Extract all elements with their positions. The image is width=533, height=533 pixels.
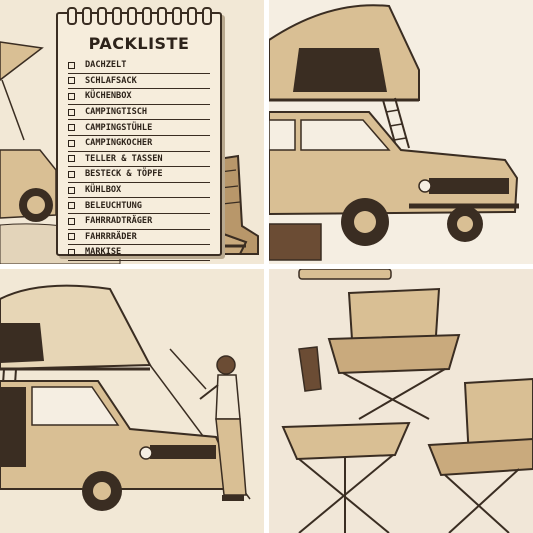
- tent-window: [293, 48, 387, 92]
- spiral-binding: [58, 7, 220, 25]
- list-item: DACHZELT: [68, 58, 210, 74]
- car-grille: [429, 178, 509, 194]
- hiking-boot-icon-2: [210, 154, 259, 255]
- list-item: CAMPINGSTÜHLE: [68, 120, 210, 136]
- car-window: [31, 386, 120, 426]
- car-with-woman-panel: [0, 269, 264, 533]
- packing-list-panel: PACKLISTE DACHZELT SCHLAFSACK KÜCHENBOX …: [0, 0, 264, 264]
- checkbox-icon: [68, 186, 75, 194]
- list-item: CAMPINGKOCHER: [68, 136, 210, 152]
- packing-list-items: DACHZELT SCHLAFSACK KÜCHENBOX CAMPINGTIS…: [68, 58, 210, 261]
- checkbox-icon: [68, 124, 75, 132]
- tent-corner: [0, 41, 44, 81]
- list-item-label: TELLER & TASSEN: [85, 153, 163, 164]
- checkbox-icon: [68, 155, 75, 163]
- headlight-icon: [418, 179, 432, 193]
- list-item: BELEUCHTUNG: [68, 198, 210, 214]
- list-item-label: FAHRRADTRÄGER: [85, 216, 153, 227]
- utensil-holder-icon: [298, 346, 322, 392]
- list-item-label: FAHRRRÄDER: [85, 231, 137, 242]
- list-item-label: BELEUCHTUNG: [85, 200, 142, 211]
- car-window: [300, 119, 391, 151]
- woman-figure: [216, 355, 236, 375]
- checkbox-icon: [68, 233, 75, 241]
- headlight-icon: [139, 446, 153, 460]
- checkbox-icon: [68, 170, 75, 178]
- list-item: FAHRRRÄDER: [68, 230, 210, 246]
- checkbox-icon: [68, 248, 75, 256]
- panel-4-illustration: [269, 269, 533, 533]
- list-item-label: MARKISE: [85, 247, 122, 258]
- checkbox-icon: [68, 77, 75, 85]
- list-item-label: KÜHLBOX: [85, 185, 122, 196]
- list-item-label: CAMPINGSTÜHLE: [85, 122, 153, 133]
- list-item: KÜCHENBOX: [68, 89, 210, 105]
- shelf-board: [298, 269, 392, 280]
- panel-2-illustration: [269, 0, 533, 264]
- list-item-label: CAMPINGKOCHER: [85, 138, 153, 149]
- list-item: SCHLAFSACK: [68, 74, 210, 90]
- panel-3-illustration: [0, 269, 264, 533]
- packing-list-notepad: PACKLISTE DACHZELT SCHLAFSACK KÜCHENBOX …: [56, 7, 222, 261]
- list-item: KÜHLBOX: [68, 183, 210, 199]
- packing-list-title: PACKLISTE: [88, 34, 190, 53]
- list-item: FAHRRADTRÄGER: [68, 214, 210, 230]
- list-item-label: SCHLAFSACK: [85, 75, 137, 86]
- crate-icon: [269, 223, 322, 261]
- list-item: CAMPINGTISCH: [68, 105, 210, 121]
- camping-chair-icon-2: [281, 421, 411, 461]
- checkbox-icon: [68, 217, 75, 225]
- list-item-label: DACHZELT: [85, 60, 127, 71]
- checkbox-icon: [68, 61, 75, 69]
- list-item: BESTECK & TÖPFE: [68, 167, 210, 183]
- checkbox-icon: [68, 202, 75, 210]
- list-item-label: KÜCHENBOX: [85, 91, 132, 102]
- checkbox-icon: [68, 139, 75, 147]
- checkbox-icon: [68, 108, 75, 116]
- list-item: TELLER & TASSEN: [68, 152, 210, 168]
- list-item-label: BESTECK & TÖPFE: [85, 169, 163, 180]
- list-item-label: CAMPINGTISCH: [85, 107, 148, 118]
- car-rooftop-tent-panel: [269, 0, 533, 264]
- car-grille: [150, 445, 216, 459]
- camping-chairs-panel: [269, 269, 533, 533]
- checkbox-icon: [68, 92, 75, 100]
- list-item: MARKISE: [68, 245, 210, 261]
